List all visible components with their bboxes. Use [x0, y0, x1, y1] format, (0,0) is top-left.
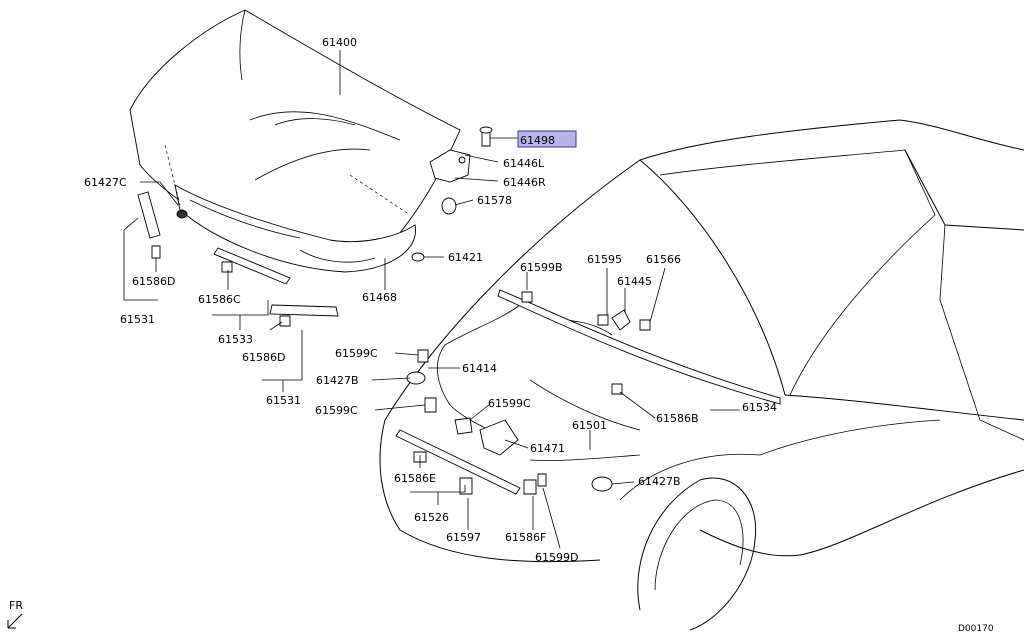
- label-61597[interactable]: 61597: [446, 531, 481, 544]
- hood-panel: [129, 9, 461, 273]
- front-arrow-icon: [7, 613, 23, 629]
- label-61531-b[interactable]: 61531: [266, 394, 301, 407]
- part-labels: 61400 61498 61446L 61446R 61578 61427C 6…: [84, 36, 777, 564]
- label-61446r[interactable]: 61446R: [503, 176, 546, 189]
- label-61534[interactable]: 61534: [742, 401, 777, 414]
- weatherstrips: [137, 191, 339, 327]
- label-61400[interactable]: 61400: [322, 36, 357, 49]
- label-61578[interactable]: 61578: [477, 194, 512, 207]
- label-61501[interactable]: 61501: [572, 419, 607, 432]
- label-61427b-a[interactable]: 61427B: [316, 374, 359, 387]
- label-61599c-c[interactable]: 61599C: [488, 397, 531, 410]
- label-61421[interactable]: 61421: [448, 251, 483, 264]
- label-61533[interactable]: 61533: [218, 333, 253, 346]
- label-61599d[interactable]: 61599D: [535, 551, 578, 564]
- label-61586f[interactable]: 61586F: [505, 531, 546, 544]
- label-61595[interactable]: 61595: [587, 253, 622, 266]
- hood-hinge: [176, 126, 493, 262]
- diagram-code: D00170: [958, 624, 994, 634]
- label-61586b[interactable]: 61586B: [656, 412, 699, 425]
- front-label: FR: [9, 599, 23, 612]
- label-61445[interactable]: 61445: [617, 275, 652, 288]
- label-61414[interactable]: 61414: [462, 362, 497, 375]
- label-61599c-a[interactable]: 61599C: [335, 347, 378, 360]
- label-61471[interactable]: 61471: [530, 442, 565, 455]
- label-61586d-b[interactable]: 61586D: [242, 351, 285, 364]
- label-61566[interactable]: 61566: [646, 253, 681, 266]
- car-body-outline: [379, 119, 1024, 631]
- label-61498[interactable]: 61498: [520, 134, 555, 147]
- label-61531-a[interactable]: 61531: [120, 313, 155, 326]
- label-61446l[interactable]: 61446L: [503, 157, 545, 170]
- leader-lines: [123, 50, 740, 549]
- label-61599b[interactable]: 61599B: [520, 261, 563, 274]
- label-61586d-a[interactable]: 61586D: [132, 275, 175, 288]
- label-61586e[interactable]: 61586E: [394, 472, 436, 485]
- label-61427c[interactable]: 61427C: [84, 176, 127, 189]
- release-cable: [395, 289, 781, 495]
- front-direction-indicator: FR: [7, 599, 23, 629]
- label-61599c-b[interactable]: 61599C: [315, 404, 358, 417]
- label-61586c[interactable]: 61586C: [198, 293, 241, 306]
- highlight-61498: [517, 130, 577, 148]
- label-61526[interactable]: 61526: [414, 511, 449, 524]
- label-61427b-b[interactable]: 61427B: [638, 475, 681, 488]
- label-61468[interactable]: 61468: [362, 291, 397, 304]
